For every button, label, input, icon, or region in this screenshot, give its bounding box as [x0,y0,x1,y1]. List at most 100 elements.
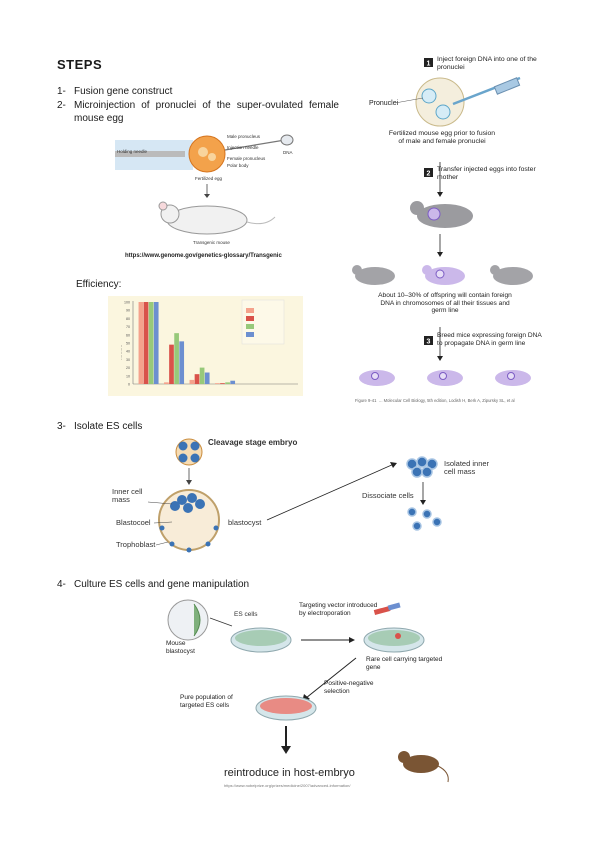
bar-s2-c3 [225,382,230,384]
bar-s3-c2 [204,372,210,384]
y-tick-10: 0 [128,383,130,387]
step1-badge [424,58,433,67]
isolated-icm-label: Isolated inner cell mass [444,460,490,476]
trophoblast-label: Trophoblast [116,540,156,549]
label-male-pronucleus: Male pronucleus [227,134,261,139]
label-fertilized-egg: Fertilized egg [195,176,223,181]
pure-population-label: Pure population of targeted ES cells [180,694,233,709]
step-1: 1- Fusion gene construct [57,85,337,98]
blastocyst-label: blastocyst [228,518,262,527]
bar-s1-c3 [220,383,225,384]
efficiency-label: Efficiency: [76,279,122,290]
step-3-text: Isolate ES cells [74,421,143,432]
y-tick-2: 80 [126,317,130,321]
step-4: 4- Culture ES cells and gene manipulation [57,578,249,591]
reintroduce-label: reintroduce in host-embryo [224,767,355,779]
bar-s3-c3 [230,380,236,384]
legend-swatch-0 [246,308,254,313]
step-2-number-visible: 2- [57,100,66,111]
y-tick-4: 60 [126,333,130,337]
isolated-icm-shape [406,456,438,478]
figure-citation: ... Molecular Cell Biology, 5th edition,… [379,398,515,403]
inner-cell-mass-label: Inner cell mass [112,488,143,504]
y-tick-5: 50 [126,342,130,346]
cleavage-label: Cleavage stage embryo [208,438,298,447]
legend-swatch-2 [246,324,254,329]
pronuclei-label: Pronuclei [369,100,399,107]
targeting-vector-label: Targeting vector introduced by electropo… [299,602,378,617]
transgenic-mouse-shape [166,205,248,235]
y-tick-9: 10 [126,374,130,378]
label-polar-body: Polar body [227,163,249,168]
label-female-pronucleus: Female pronucleus [227,156,266,161]
step-4-number: 4- [57,579,66,590]
bar-s1-c1 [169,344,174,384]
step-2-text: Microinjection of pronuclei of the super… [74,100,339,124]
y-tick-1: 90 [126,309,130,313]
bar-s0-c2 [189,379,195,384]
es-cells-label: ES cells [234,611,258,618]
egg-caption: Fertilized mouse egg prior to fusion of … [388,130,496,145]
dissociate-label: Dissociate cells [362,491,414,500]
bar-s2-c1 [174,333,179,384]
host-mouse [403,755,439,773]
step-1-number: 1- [57,86,66,97]
legend-swatch-1 [246,316,254,321]
y-axis-label: ........... [118,345,124,360]
offspring-mouse-3 [493,267,533,285]
vector-tube-red [373,605,391,615]
offspring-mouse-1 [355,267,395,285]
vector-tube-blue [387,602,401,611]
rare-cell-label: Rare cell carrying targeted gene [366,656,443,671]
y-tick-8: 20 [126,366,130,370]
positive-negative-label: Positive-negative selection [324,680,374,695]
bar-s2-c2 [199,367,205,384]
legend-swatch-3 [246,332,254,337]
step-2: 1- 2- Microinjection of pronuclei of the… [57,99,339,125]
bar-s3-c0 [153,302,159,384]
culture-source-url: https://www.nobelprize.org/prizes/medici… [224,783,351,788]
microinjection-source-url: https://www.genome.gov/genetics-glossary… [125,253,282,259]
step3-badge [424,336,433,345]
bar-s1-c2 [194,374,200,384]
microinjection-figure: Holding needle Male pronucleus Injection… [115,134,294,245]
bar-s3-c1 [179,341,185,384]
culture-figure: Mouse blastocyst ES cells Targeting vect… [166,599,449,788]
bar-s0-c1 [164,382,169,384]
offspring-mouse-2 [425,267,465,285]
right-transgenic-figure: 1 Inject foreign DNA into one of the pro… [352,56,542,403]
step2-number: 2 [427,171,431,178]
foster-mother-mouse [417,204,473,228]
label-transgenic-mouse: Transgenic mouse [193,240,230,245]
y-tick-6: 40 [126,350,130,354]
injection-needle-shape [224,139,286,151]
label-injection-needle: Injection needle [227,145,259,150]
label-holding-needle: Holding needle [117,149,148,154]
steps-heading: STEPS [57,57,103,72]
dissociated-cells [407,507,442,531]
bar-s1-c0 [143,302,149,384]
step3-number: 3 [427,339,431,346]
label-dna: DNA [283,150,293,155]
step1-text: Inject foreign DNA into one of the pronu… [437,56,537,71]
mouse-blastocyst-shape [167,599,209,641]
mouse-blastocyst-label: Mouse blastocyst [166,640,195,655]
chart-legend [241,299,285,345]
step-4-text: Culture ES cells and gene manipulation [74,579,250,590]
bar-s0-c3 [215,383,220,384]
bar-s2-c0 [148,302,154,384]
step-3-number: 3- [57,421,66,432]
step-3: 3- Isolate ES cells [57,420,142,433]
offspring-caption: About 10–30% of offspring will contain f… [378,292,512,314]
blastocoel-label: Blastocoel [116,518,151,527]
step2-badge [424,168,433,177]
step2-text: Transfer injected eggs into foster mothe… [437,166,536,181]
step-1-text: Fusion gene construct [74,86,173,97]
figure-reference: Figure 9-41 [355,398,377,403]
y-tick-0: 100 [124,301,130,305]
y-tick-7: 30 [126,358,130,362]
es-cells-figure: Cleavage stage embryo Inner cell mass Bl… [112,438,490,553]
step1-number: 1 [427,61,431,68]
step3-text: Breed mice expressing foreign DNA to pro… [437,332,542,347]
